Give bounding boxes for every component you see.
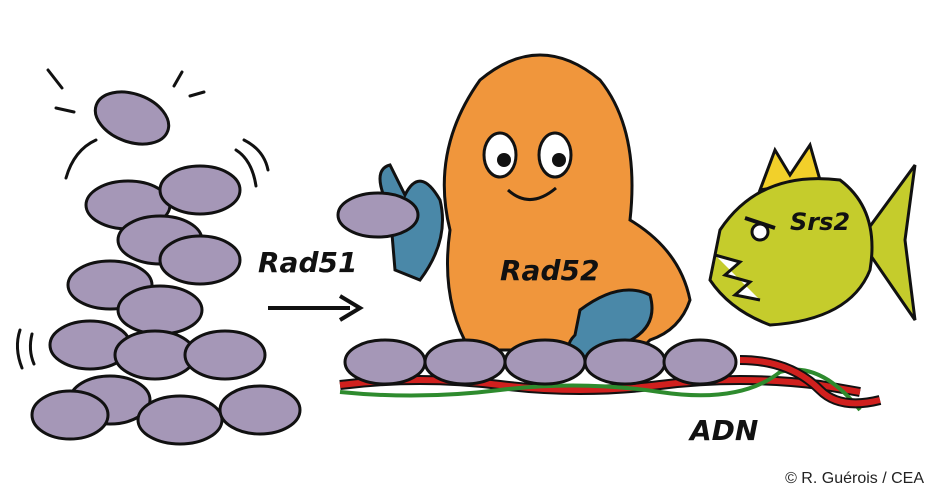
dna (339, 355, 882, 412)
srs2-label: Srs2 (790, 208, 850, 236)
rad51-label: Rad51 (258, 246, 357, 279)
rad52 (378, 53, 692, 362)
rad51-pile (30, 90, 302, 446)
rad51-filament (343, 338, 738, 386)
motion-lines (15, 68, 270, 370)
credit: © R. Guérois / CEA (785, 470, 924, 487)
srs2-fish (708, 141, 917, 327)
arrow-head (338, 294, 364, 322)
held-rad51 (336, 191, 420, 239)
rad52-label: Rad52 (500, 254, 599, 287)
dna-label: ADN (688, 414, 758, 447)
